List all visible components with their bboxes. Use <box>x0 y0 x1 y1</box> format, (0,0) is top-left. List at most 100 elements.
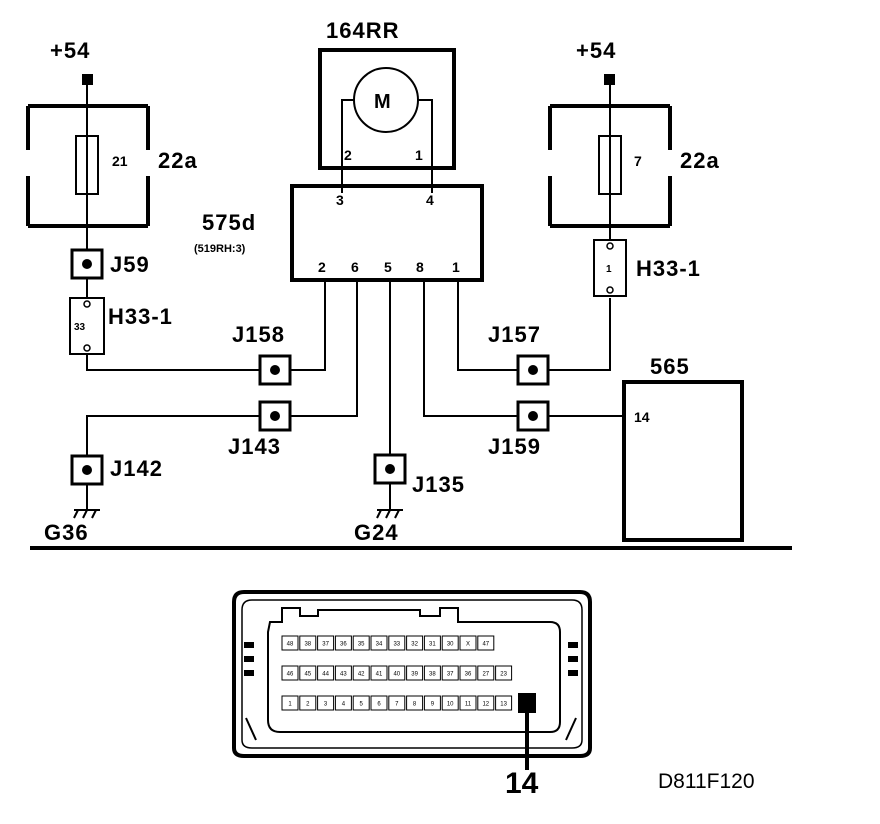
splice-label-j158: J158 <box>232 322 285 347</box>
splice-label-j142: J142 <box>110 456 163 481</box>
motor-symbol: M <box>374 91 391 113</box>
plug-pin-label: 2 <box>306 702 310 708</box>
plug-pin-label: 41 <box>376 672 383 678</box>
plug-pin-label: 37 <box>447 672 454 678</box>
supply-label-right: +54 <box>576 38 616 63</box>
splice-label-j59: J59 <box>110 252 150 277</box>
plug-pin-label: 23 <box>500 672 507 678</box>
plug-pin-label: X <box>466 642 470 648</box>
plug-pin <box>388 695 406 711</box>
module-pin-2: 2 <box>318 259 326 275</box>
plug-pin <box>459 665 477 681</box>
supply-terminal-right <box>604 74 615 85</box>
plug-pin <box>459 695 477 711</box>
splice-label-j159: J159 <box>488 434 541 459</box>
plug-pin-label: 27 <box>482 672 489 678</box>
plug-pin-label: 38 <box>429 672 436 678</box>
plug-pin-label: 9 <box>431 702 435 708</box>
motor-pin-left: 2 <box>344 147 352 163</box>
fuse-box-right <box>548 104 672 228</box>
splice-label-j157: J157 <box>488 322 541 347</box>
module-pin-5: 5 <box>384 259 392 275</box>
plug-pin-label: 11 <box>465 702 472 708</box>
motor-name: 164RR <box>326 18 399 43</box>
wire-j157-h33 <box>548 298 611 371</box>
plug-pin-label: 40 <box>393 672 400 678</box>
plug-pin-label: 30 <box>447 642 454 648</box>
plug-pin <box>352 665 370 681</box>
plug-pin <box>495 665 513 681</box>
ground-icon-g24 <box>376 509 403 519</box>
plug-pin-label: 6 <box>377 702 381 708</box>
module-pin-4: 4 <box>426 192 434 208</box>
plug-pin <box>281 635 299 651</box>
wire-pin8-j159 <box>423 280 518 417</box>
plug-pin <box>423 695 441 711</box>
fuse-name-right: 22a <box>680 148 720 173</box>
supply-terminal-left <box>82 74 93 85</box>
plug-pin-label: 34 <box>376 642 383 648</box>
plug-pin <box>299 665 317 681</box>
plug-pin <box>477 635 495 651</box>
plug-pin <box>352 695 370 711</box>
plug-pin <box>388 635 406 651</box>
connector-name-left: H33-1 <box>108 304 173 329</box>
plug-pin <box>281 695 299 711</box>
plug-pin <box>370 635 388 651</box>
module-box <box>290 184 484 282</box>
plug-pin <box>334 665 352 681</box>
plug-pin <box>317 635 335 651</box>
plug-pin <box>441 665 459 681</box>
module-name: 575d <box>202 210 256 235</box>
plug-pin-label: 38 <box>304 642 311 648</box>
plug-pin-label: 1 <box>288 702 292 708</box>
wire-motor-pin1 <box>417 99 433 205</box>
wire-pin6-j143 <box>290 280 358 417</box>
plug-pin <box>495 695 513 711</box>
module-pin-8: 8 <box>416 259 424 275</box>
connector-name-right: H33-1 <box>636 256 701 281</box>
module-sub: (519RH:3) <box>194 243 246 255</box>
plug-pin <box>299 635 317 651</box>
plug-pin-label: 7 <box>395 702 399 708</box>
plug-pin <box>334 635 352 651</box>
plug-pin-label: 33 <box>393 642 400 648</box>
plug-pin <box>459 635 477 651</box>
plug-pin <box>317 695 335 711</box>
connector-pin-left: 33 <box>74 322 86 333</box>
plug-pin <box>370 695 388 711</box>
plug-pin <box>406 695 424 711</box>
splice-j135 <box>373 453 407 485</box>
plug-pin-label: 46 <box>287 672 294 678</box>
plug-pin-label: 36 <box>340 642 347 648</box>
wire-pin2-j158 <box>290 280 326 371</box>
plug-pin-label: 43 <box>340 672 347 678</box>
plug-pin-label: 3 <box>324 702 328 708</box>
fuse-box-left <box>26 104 150 228</box>
plug-pin-label: 37 <box>322 642 329 648</box>
plug-pin-label: 5 <box>360 702 364 708</box>
fuse-name-left: 22a <box>158 148 198 173</box>
plug-pin-label: 47 <box>482 642 489 648</box>
plug-pin-label: 42 <box>358 672 365 678</box>
plug-pin-14-highlight <box>518 693 536 713</box>
connector-pin-right: 1 <box>606 264 612 275</box>
plug-pin <box>477 695 495 711</box>
module-pin-6: 6 <box>351 259 359 275</box>
plug-pin <box>317 665 335 681</box>
plug-pin <box>406 635 424 651</box>
module-pin-3: 3 <box>336 192 344 208</box>
plug-pin-label: 44 <box>322 672 329 678</box>
supply-label-left: +54 <box>50 38 90 63</box>
diagram-id: D811F120 <box>658 770 755 793</box>
ground-icon-g36 <box>73 509 100 519</box>
plug-pin <box>441 635 459 651</box>
plug-callout-label: 14 <box>505 767 539 800</box>
wire-pin1-j157 <box>457 280 518 371</box>
splice-label-j135: J135 <box>412 472 465 497</box>
plug-pin-label: 35 <box>358 642 365 648</box>
module-pin-1: 1 <box>452 259 460 275</box>
plug-pin-label: 4 <box>342 702 346 708</box>
splice-label-j143: J143 <box>228 434 281 459</box>
plug-pin-label: 13 <box>500 702 507 708</box>
